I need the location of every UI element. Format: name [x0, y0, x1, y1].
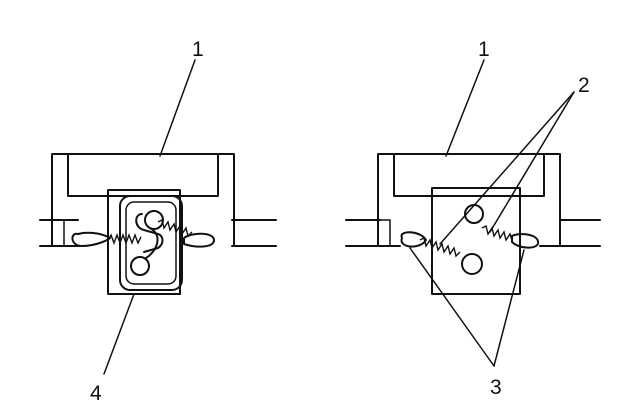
left-leader-1	[159, 59, 196, 157]
callout-left-4: 4	[90, 382, 102, 405]
right-slot-plate	[431, 187, 521, 295]
right-spring-lower	[419, 236, 461, 258]
right-leader-3a	[409, 247, 495, 367]
left-leader-4	[103, 293, 135, 375]
left-clip-link	[145, 227, 159, 259]
right-spring-upper	[481, 224, 513, 242]
left-clip-frame-inner	[125, 201, 177, 285]
callout-left-1: 1	[192, 38, 204, 61]
left-housing-outer	[51, 153, 235, 247]
left-clip-eye-top	[144, 210, 164, 230]
callout-right-1: 1	[478, 38, 490, 61]
right-leader-3b	[493, 249, 525, 367]
right-housing-outer	[377, 153, 561, 247]
left-spring-lower	[107, 233, 142, 245]
right-leader-2b	[489, 91, 575, 233]
left-housing-step	[51, 219, 65, 247]
left-clip-frame	[119, 195, 183, 291]
callout-right-3: 3	[490, 376, 502, 399]
right-leader-2a	[439, 91, 575, 245]
right-view: 1 2 3	[345, 38, 601, 399]
right-housing-inner	[393, 153, 545, 197]
right-hook-right	[511, 233, 540, 249]
right-eye-bottom	[461, 253, 483, 275]
right-base-line	[345, 219, 601, 247]
right-leader-1	[445, 59, 485, 157]
left-clip-eye-bottom	[130, 256, 150, 276]
right-hook-left	[400, 231, 427, 248]
callout-right-2: 2	[578, 74, 590, 97]
left-retainer-plate	[107, 189, 181, 295]
left-hook-lobe-b	[183, 232, 215, 248]
right-eye-top	[464, 204, 484, 224]
right-housing-step	[377, 219, 391, 247]
left-spring-upper	[157, 218, 193, 238]
left-clip-slot	[135, 213, 164, 253]
left-hook-lobe-a	[71, 231, 111, 247]
left-view: 1 4	[39, 38, 277, 405]
